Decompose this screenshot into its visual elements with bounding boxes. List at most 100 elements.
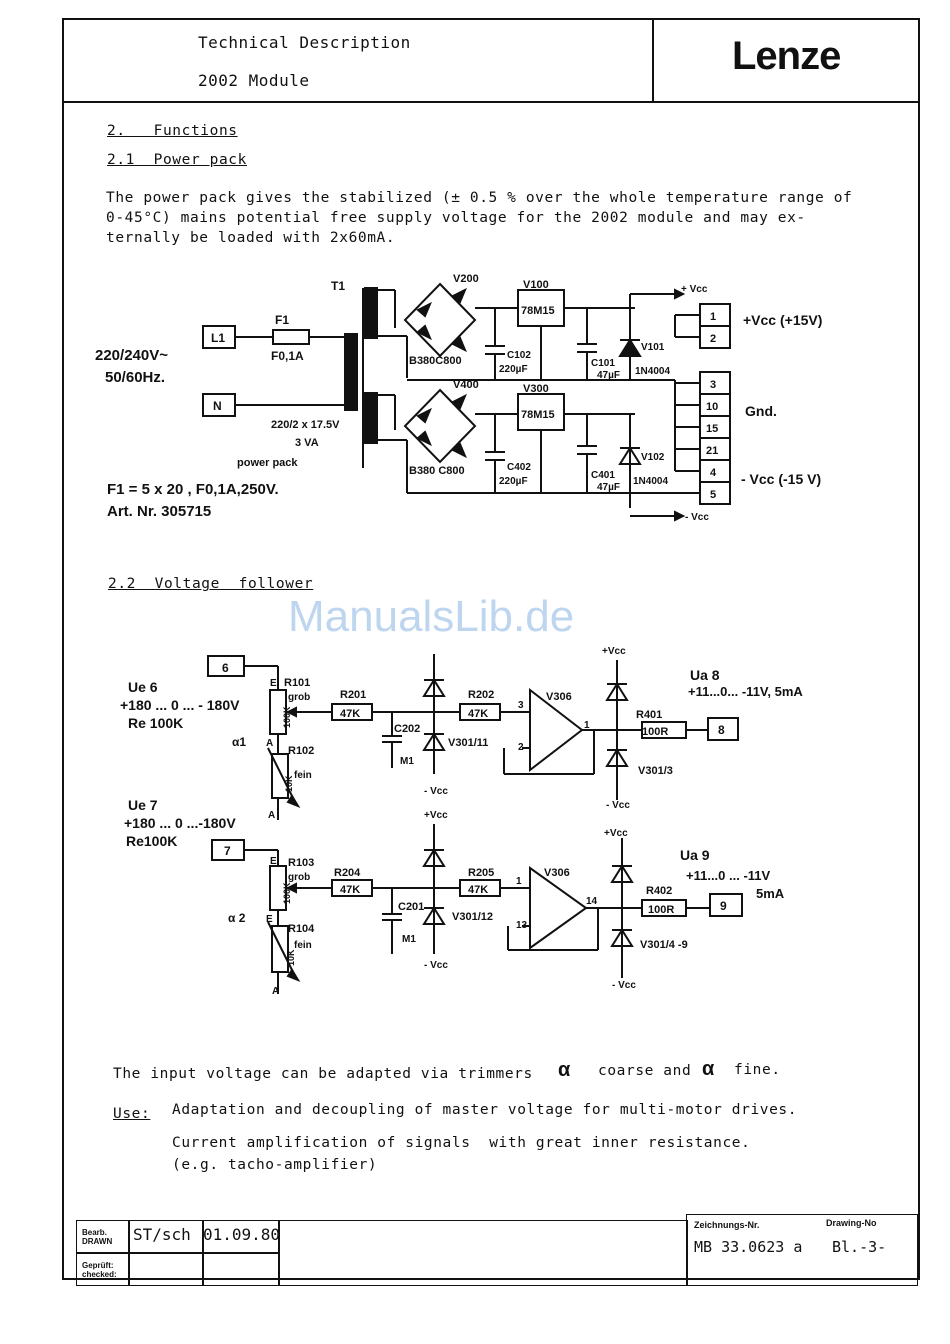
drawing-number-label: Zeichnungs-Nr.	[694, 1220, 760, 1230]
regulator-v300-label: V300	[523, 383, 549, 395]
drawn-by-cell	[128, 1220, 204, 1254]
ua9-label: Ua 9	[680, 847, 710, 863]
minus-vcc-arrow-label: - Vcc	[685, 512, 709, 523]
ue6-range: +180 ... 0 ... - 180V	[120, 697, 240, 713]
page-frame	[62, 18, 920, 1280]
diode-v102-label: V102	[641, 452, 665, 463]
section-functions-heading: 2. Functions	[107, 123, 238, 139]
r204-value: 47K	[340, 884, 360, 896]
terminal-7: 7	[224, 844, 231, 858]
terminal-l1: L1	[211, 331, 225, 345]
c201-label: C201	[398, 901, 424, 913]
fein-label-2: fein	[294, 940, 312, 951]
terminal-10: 10	[706, 401, 718, 413]
terminal-6: 6	[222, 661, 229, 675]
power-pack-text-line-2: 0-45°C) mains potential free supply volt…	[106, 210, 806, 226]
cap-c102-value: 220µF	[499, 364, 528, 375]
transformer-t1-label: T1	[331, 279, 345, 293]
bridge-v400-label: V400	[453, 379, 479, 391]
r202-label: R202	[468, 689, 494, 701]
pot-e-label-2: E	[270, 856, 277, 867]
input-text-part-1: The input voltage can be adapted via tri…	[113, 1066, 533, 1082]
checked-label-cell	[76, 1252, 130, 1286]
re7-label: Re100K	[126, 833, 177, 849]
m1-label-1: M1	[400, 756, 414, 767]
regulator-v100-label: V100	[523, 279, 549, 291]
input-text-part-2: coarse and	[598, 1063, 692, 1079]
terminal-15: 15	[706, 423, 718, 435]
pin-1-lower: 1	[516, 876, 522, 887]
diode-v101-label: V101	[641, 342, 665, 353]
pin-14: 14	[586, 896, 598, 907]
r401-value: 100R	[642, 726, 668, 738]
checked-label: Geprüft: checked:	[82, 1261, 117, 1279]
r102-label: R102	[288, 745, 314, 757]
article-number: Art. Nr. 305715	[107, 503, 211, 520]
secondary-voltage-label: 220/2 x 17.5V	[271, 419, 340, 431]
v301-4-9-label: V301/4 -9	[640, 939, 688, 951]
pot-e-label-3: E	[266, 914, 273, 925]
cap-c401-label: C401	[591, 470, 615, 481]
r201-label: R201	[340, 689, 366, 701]
pin-13: 13	[516, 920, 528, 931]
drawing-number-label-en: Drawing-No	[826, 1218, 877, 1228]
section-power-pack-heading: 2.1 Power pack	[107, 152, 247, 168]
drawing-number-cell	[686, 1214, 918, 1286]
bridge-type-2: B380 C800	[409, 465, 465, 477]
cap-c401-value: 47µF	[597, 482, 620, 493]
date-cell	[202, 1220, 280, 1254]
drawn-by: ST/sch	[133, 1225, 191, 1244]
r103-label: R103	[288, 857, 314, 869]
use-line-3: (e.g. tacho-amplifier)	[172, 1157, 378, 1173]
grob-label-2: grob	[288, 872, 310, 883]
mains-frequency-label: 50/60Hz.	[105, 369, 165, 386]
terminal-4: 4	[710, 467, 717, 479]
c202-label: C202	[394, 723, 420, 735]
diode-v102-type: 1N4004	[633, 476, 668, 487]
alpha-symbol-coarse: α	[558, 1059, 571, 1081]
ue6-label: Ue 6	[128, 679, 158, 695]
header-vertical-divider	[652, 18, 654, 102]
minus-vcc-label-2: - Vcc	[606, 800, 630, 811]
pot-coarse-value-1: 100K	[282, 706, 292, 728]
input-text-part-3: fine.	[734, 1062, 781, 1078]
ua9-range: +11...0 ... -11V	[686, 868, 771, 883]
r104-label: R104	[288, 923, 315, 935]
cap-c102-label: C102	[507, 350, 531, 361]
pot-e-label-1: E	[270, 678, 277, 689]
re6-label: Re 100K	[128, 715, 183, 731]
revision-cell	[278, 1220, 688, 1286]
grob-label-1: grob	[288, 692, 310, 703]
bridge-v200-label: V200	[453, 273, 479, 285]
diode-v101-type: 1N4004	[635, 366, 670, 377]
header-divider	[62, 101, 920, 103]
r402-value: 100R	[648, 904, 674, 916]
r401-label: R401	[636, 709, 662, 721]
document-title: Technical Description	[198, 33, 411, 52]
use-line-2: Current amplification of signals with gr…	[172, 1135, 751, 1151]
pot-coarse-value-2: 100K	[282, 882, 292, 904]
cap-c402-value: 220µF	[499, 476, 528, 487]
terminal-2: 2	[710, 333, 716, 345]
r204-label: R204	[334, 867, 361, 879]
drawing-number: MB 33.0623 a	[694, 1238, 803, 1256]
ue7-range: +180 ... 0 ...-180V	[124, 815, 236, 831]
power-pack-schematic: 220/240V~ 50/60Hz. L1 N F1 F0,1A T1 220/…	[95, 273, 822, 523]
pin-3: 3	[518, 700, 524, 711]
plus-vcc-label-1: +Vcc	[602, 646, 626, 657]
pot-a-label-1: A	[266, 738, 273, 749]
ua8-range: +11...0... -11V, 5mA	[688, 684, 803, 699]
power-pack-label: power pack	[237, 457, 298, 469]
alpha-symbol-fine: α	[702, 1058, 715, 1080]
ue7-label: Ue 7	[128, 797, 158, 813]
cap-c402-label: C402	[507, 462, 531, 473]
watermark: ManualsLib.de	[288, 592, 575, 641]
drawn-label-cell	[76, 1220, 130, 1254]
v306-label-1: V306	[546, 691, 572, 703]
cap-c101-value: 47µF	[597, 370, 620, 381]
terminal-21: 21	[706, 445, 718, 457]
v301-12-label: V301/12	[452, 911, 493, 923]
drawn-date: 01.09.80	[203, 1225, 281, 1244]
fuse-rating-label: F0,1A	[271, 349, 304, 363]
r205-value: 47K	[468, 884, 488, 896]
